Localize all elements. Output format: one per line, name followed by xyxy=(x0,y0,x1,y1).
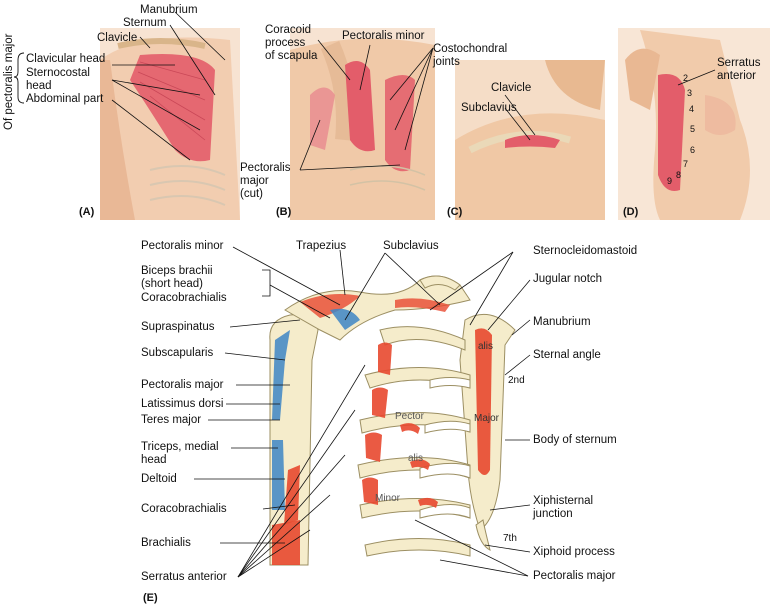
panel-c-letter: (C) xyxy=(447,206,463,218)
supraspinatus-label: Supraspinatus xyxy=(141,321,215,333)
brachialis-label: Brachialis xyxy=(141,537,191,549)
biceps-label: Biceps brachii (short head) xyxy=(141,265,213,290)
rib-number-8: 8 xyxy=(676,170,682,180)
rib-number-7: 7 xyxy=(683,159,689,169)
clavicle-label-c: Clavicle xyxy=(491,82,532,94)
subclavius-label-e: Subclavius xyxy=(383,240,439,252)
pectoralis-major-label-e-right: Pectoralis major xyxy=(533,570,616,582)
pectoralis-minor-label-e: Pectoralis minor xyxy=(141,240,224,252)
abdominal-part-label: Abdominal part xyxy=(26,93,104,105)
panel-a-illustration xyxy=(100,28,240,220)
panel-e-letter: (E) xyxy=(143,592,158,604)
triceps-label: Triceps, medial head xyxy=(141,441,219,466)
pectoralis-minor-label-b: Pectoralis minor xyxy=(342,30,425,42)
xiphoid-label: Xiphoid process xyxy=(533,546,615,558)
rib-number-6: 6 xyxy=(690,145,696,155)
coracobrachialis-label: Coracobrachialis xyxy=(141,503,227,515)
clavicle-label-a: Clavicle xyxy=(97,32,138,44)
serratus-origins xyxy=(362,342,392,505)
sternocleidomastoid-label: Sternocleidomastoid xyxy=(533,245,638,257)
shoulder-girdle xyxy=(284,275,471,341)
sternum-shape xyxy=(459,313,516,551)
sternal-angle-label: Sternal angle xyxy=(533,349,601,361)
major-text: Major xyxy=(474,413,500,424)
serratus-anterior-label-d: Serratus anterior xyxy=(717,57,761,82)
serratus-anterior-label-e: Serratus anterior xyxy=(141,571,227,583)
coracoid-label: Coracoid process of scapula xyxy=(265,24,318,62)
manubrium-label-a: Manubrium xyxy=(140,4,198,16)
panel-c-illustration xyxy=(455,60,605,220)
panel-e-leader-lines xyxy=(194,246,531,578)
body-of-sternum-label: Body of sternum xyxy=(533,434,617,446)
subclavius-c xyxy=(505,135,560,148)
panel-b-letter: (B) xyxy=(276,206,292,218)
subclavius-label-c: Subclavius xyxy=(461,102,517,114)
alis-text: alis xyxy=(408,453,424,464)
pectoralis-minor-origins xyxy=(400,423,438,508)
rib-number-5: 5 xyxy=(690,124,696,134)
major-alis-text: alis xyxy=(478,341,494,352)
teres-major-label: Teres major xyxy=(141,414,202,426)
coracobrachialis-top-label: Coracobrachialis xyxy=(141,292,227,304)
subscapularis-label: Subscapularis xyxy=(141,347,214,359)
manubrium-label-e: Manubrium xyxy=(533,316,591,328)
rib-number-3: 3 xyxy=(687,88,693,98)
deltoid-label: Deltoid xyxy=(141,473,177,485)
jugular-notch-label: Jugular notch xyxy=(533,273,603,285)
rib-number-4: 4 xyxy=(689,104,695,114)
costochondral-label: Costochondral joints xyxy=(433,43,508,68)
pector-text: Pector xyxy=(395,411,424,422)
pectoralis-major-label-e-left: Pectoralis major xyxy=(141,379,224,391)
serratus-anterior-d xyxy=(658,74,685,191)
xiphisternal-label: Xiphisternal junction xyxy=(533,495,594,520)
pectoralis-major-a xyxy=(130,54,215,162)
pectoralis-minor-b xyxy=(345,61,375,152)
rib-cartilage xyxy=(419,377,471,519)
panel-d-letter: (D) xyxy=(623,206,639,218)
pectoralis-major-cut-label: Pectoralis major (cut) xyxy=(240,162,291,200)
minor-text: Minor xyxy=(375,493,401,504)
panel-a-letter: (A) xyxy=(79,206,95,218)
top-leader-lines xyxy=(111,11,716,171)
clavicular-head-label: Clavicular head xyxy=(26,53,106,65)
rib-7th-label: 7th xyxy=(503,533,517,544)
trapezius-label: Trapezius xyxy=(296,240,347,252)
latissimus-label: Latissimus dorsi xyxy=(141,398,224,410)
ribs xyxy=(357,326,471,557)
panel-b-illustration xyxy=(290,28,435,220)
sternocostal-head-label: Sternocostal head xyxy=(26,67,90,92)
rib-number-2: 2 xyxy=(683,73,689,83)
humerus xyxy=(269,314,319,566)
sternum-label-a: Sternum xyxy=(123,17,167,29)
rib-2nd-label: 2nd xyxy=(508,375,525,386)
panel-d-illustration xyxy=(618,28,770,220)
rib-number-9: 9 xyxy=(667,176,673,186)
